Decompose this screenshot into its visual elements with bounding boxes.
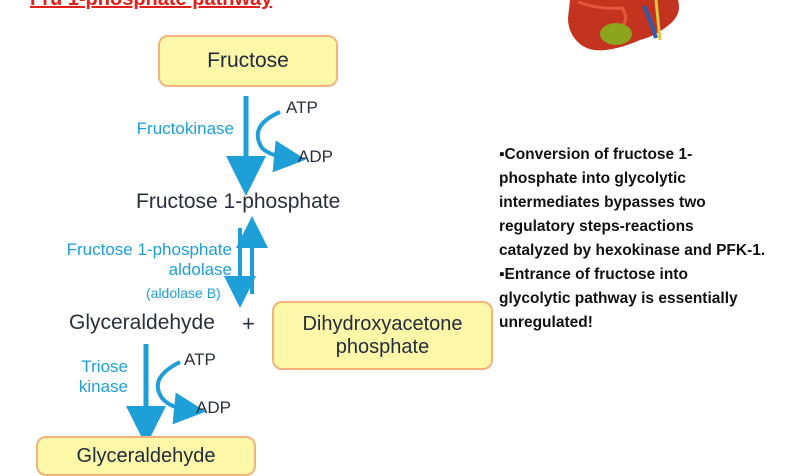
fructose-box: Fructose — [158, 35, 338, 87]
note-line: regulatory steps-reactions — [499, 218, 694, 235]
adp-label-2: ADP — [196, 398, 231, 417]
liver-illustration-icon — [568, 0, 679, 51]
fructose-label: Fructose — [207, 49, 289, 72]
fructose-1-phosphate-aldolase-label: Fructose 1-phosphate aldolase — [30, 240, 232, 281]
note-line: glycolytic pathway is essentially — [499, 290, 738, 307]
note-line: ▪Entrance of fructose into — [499, 266, 688, 283]
triose-kinase-line1: Triose — [81, 357, 128, 376]
aldolase-label-line2: aldolase — [168, 260, 232, 280]
atp-adp-curve-1 — [255, 110, 306, 173]
atp-label-1: ATP — [286, 98, 318, 117]
glyceraldehyde-label: Glyceraldehyde — [69, 311, 215, 334]
glyceraldehyde-3-phosphate-box: Glyceraldehyde — [36, 436, 256, 476]
page-title: Fru 1-phosphate pathway — [30, 0, 272, 11]
triose-kinase-line2: kinase — [78, 377, 128, 397]
note-line: ▪Conversion of fructose 1- — [499, 146, 693, 163]
note-line: catalyzed by hexokinase and PFK-1. — [499, 242, 766, 259]
adp-label-1: ADP — [298, 147, 333, 166]
aldolase-b-label: (aldolase B) — [146, 285, 221, 301]
dhap-label-line1: Dihydroxyacetone — [302, 312, 463, 335]
aldolase-label-line1: Fructose 1-phosphate — [66, 240, 232, 259]
atp-label-2: ATP — [184, 350, 216, 369]
notes-text: ▪Conversion of fructose 1- phosphate int… — [499, 143, 799, 335]
fructose-1-phosphate-label: Fructose 1-phosphate — [136, 190, 341, 213]
triose-kinase-label: Triose kinase — [60, 357, 128, 398]
note-line: unregulated! — [499, 314, 593, 331]
fructokinase-label: Fructokinase — [136, 119, 234, 138]
note-line: phosphate into glycolytic — [499, 170, 686, 187]
dihydroxyacetone-phosphate-box: Dihydroxyacetone phosphate — [272, 301, 493, 370]
atp-adp-curve-2 — [155, 360, 206, 425]
dhap-label-line2: phosphate — [335, 335, 430, 358]
pathway-arrows — [126, 96, 306, 446]
bottom-box-label: Glyceraldehyde — [76, 444, 216, 467]
plus-sign: + — [242, 311, 255, 336]
note-line: intermediates bypasses two — [499, 194, 706, 211]
